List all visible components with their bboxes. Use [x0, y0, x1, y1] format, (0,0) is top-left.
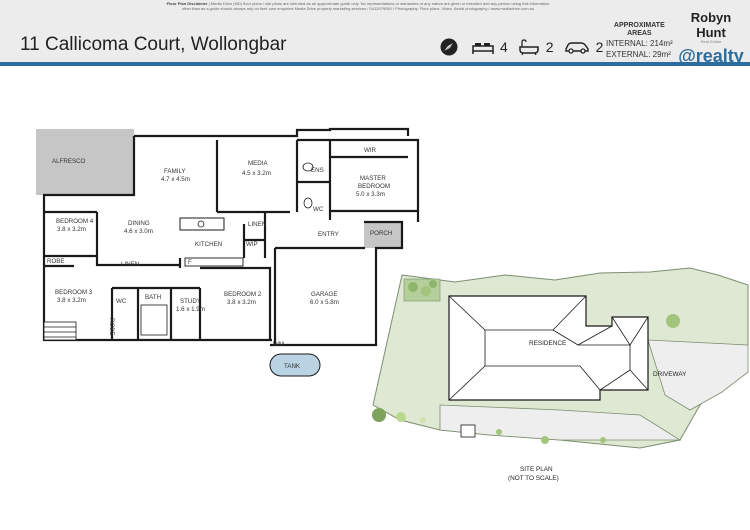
site-plan-title: SITE PLAN [520, 466, 553, 473]
header-bar: Floor Plan Disclaimer | Media Drive (MD)… [0, 0, 750, 66]
label-master: MASTER [360, 175, 386, 182]
site-plan-subtitle: (NOT TO SCALE) [508, 475, 559, 482]
label-wm: WM [273, 341, 284, 348]
label-robe: ROBE [47, 258, 65, 265]
driveway-area [647, 339, 749, 411]
label-linen: LINEN [248, 221, 266, 228]
internal-area: INTERNAL: 214m² [606, 39, 673, 48]
label-bath: BATH [145, 294, 161, 301]
label-tank: TANK [284, 363, 301, 370]
tree-icons [372, 278, 680, 444]
disclaimer-line2: other than as a guide should always rely… [181, 6, 535, 11]
areas-title-1: APPROXIMATE [613, 22, 665, 29]
toilet-icon [303, 197, 313, 209]
label-garage: GARAGE [311, 291, 337, 298]
feature-icons: 4 2 2 [440, 37, 613, 57]
areas-title-2: AREAS [627, 30, 652, 37]
label-bedroom2: BEDROOM 2 [224, 291, 262, 298]
label-robe-2: ROBE [108, 318, 115, 336]
agency-realty-logo: @realty [678, 46, 744, 66]
car-icon [564, 42, 589, 54]
sink-icon [197, 220, 205, 228]
rear-steps [43, 321, 77, 341]
compass-icon [440, 38, 458, 56]
bathrooms-count: 2 [545, 39, 554, 55]
label-media-size: 4.5 x 3.2m [242, 170, 271, 177]
label-wir: WIR [364, 147, 377, 154]
house-walls [42, 127, 420, 347]
label-family-size: 4.7 x 4.5m [161, 176, 190, 183]
label-master-2: BEDROOM [358, 183, 390, 190]
label-garage-size: 6.0 x 5.8m [310, 299, 339, 306]
label-bedroom3: BEDROOM 3 [55, 289, 93, 296]
approximate-areas: APPROXIMATE AREAS INTERNAL: 214m² EXTERN… [606, 22, 673, 60]
kitchen-island [179, 217, 225, 231]
label-kitchen: KITCHEN [195, 241, 222, 248]
bedrooms-count: 4 [500, 39, 508, 55]
label-wc: WC [313, 206, 324, 213]
kitchen-bench [184, 257, 244, 267]
label-dining: DINING [128, 220, 150, 227]
label-fridge: F [188, 259, 192, 266]
disclaimer-title: Floor Plan Disclaimer [166, 1, 208, 6]
label-master-size: 5.0 x 3.3m [356, 191, 385, 198]
mailbox-slab [460, 424, 476, 438]
bath-icon [519, 39, 539, 55]
label-bedroom2-size: 3.8 x 3.2m [227, 299, 256, 306]
label-wc-2: WC [116, 298, 127, 305]
property-address: 11 Callicoma Court, Wollongbar [20, 34, 287, 55]
label-study: STUDY [180, 298, 201, 305]
garage-count: 2 [595, 39, 604, 55]
external-area: EXTERNAL: 29m² [606, 50, 671, 59]
agency-subtitle: Real Estate [700, 39, 722, 44]
porch-area [364, 222, 402, 248]
agency-logo: Robyn Hunt Real Estate @realty [676, 10, 746, 67]
bathtub-icon [140, 304, 168, 336]
label-bedroom3-size: 3.8 x 3.2m [57, 297, 86, 304]
label-residence: RESIDENCE [529, 340, 566, 347]
roof-hips [448, 295, 649, 401]
label-bedroom4: BEDROOM 4 [56, 218, 94, 225]
label-porch: PORCH [370, 230, 392, 237]
bed-icon [472, 43, 494, 54]
water-tank [269, 353, 321, 377]
label-bedroom4-size: 3.8 x 3.2m [57, 226, 86, 233]
site-plan: RESIDENCE DRIVEWAY SITE PLAN (NOT TO SCA… [372, 267, 749, 482]
label-study-size: 1.6 x 1.9m [176, 306, 205, 313]
basin-icon [302, 162, 314, 172]
label-linen-2: LINEN [121, 261, 139, 268]
label-alfresco: ALFRESCO [52, 158, 86, 165]
disclaimer: Floor Plan Disclaimer | Media Drive (MD)… [108, 1, 608, 11]
label-dining-size: 4.6 x 3.0m [124, 228, 153, 235]
disclaimer-line1: Media Drive (MD) floor plans / site plan… [210, 1, 550, 6]
label-wip: WIP [246, 241, 258, 248]
label-ens: ENS [311, 167, 324, 174]
label-driveway: DRIVEWAY [653, 371, 687, 378]
label-media: MEDIA [248, 160, 268, 167]
agency-name: Robyn Hunt [690, 10, 732, 40]
label-family: FAMILY [164, 168, 186, 175]
alfresco-area [36, 129, 134, 195]
label-entry: ENTRY [318, 231, 339, 238]
